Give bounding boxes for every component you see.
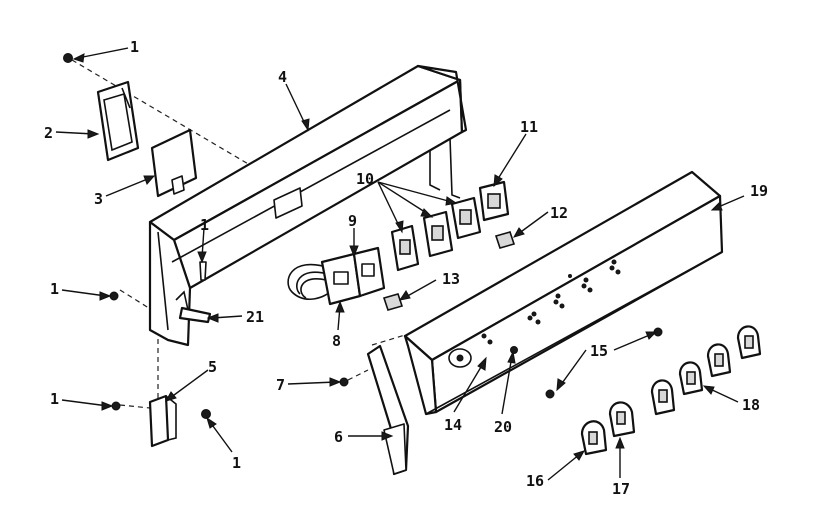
callout-15: 15: [590, 342, 608, 360]
knob-18a: [650, 379, 676, 416]
screw-vertical: [199, 261, 207, 281]
screw-top: [63, 53, 73, 63]
mounting-bracket: [150, 128, 198, 198]
indicator-parts: [382, 231, 516, 311]
screw-set: [63, 53, 663, 419]
callout-1-top: 1: [130, 38, 139, 56]
callout-19: 19: [750, 182, 768, 200]
callout-17: 17: [612, 480, 630, 498]
callout-21: 21: [246, 308, 264, 326]
knob-16: [580, 420, 608, 456]
clock-timer-assembly: [287, 246, 386, 306]
knob-18b: [678, 361, 704, 396]
callout-14: 14: [444, 416, 462, 434]
callout-2: 2: [44, 124, 53, 142]
knob-18c: [706, 343, 732, 378]
callout-1-left-low: 1: [50, 390, 59, 408]
callout-9: 9: [348, 212, 357, 230]
callout-4: 4: [278, 68, 287, 86]
knob-set: [580, 325, 762, 456]
knob-hole-markers: [481, 259, 621, 345]
backguard-panel: [148, 64, 468, 347]
callout-1-vertical: 1: [200, 216, 209, 234]
switch-set: [390, 180, 510, 272]
knob-18d: [736, 325, 762, 360]
callout-3: 3: [94, 190, 103, 208]
callout-6: 6: [334, 428, 343, 446]
screw-bracket: [201, 409, 211, 419]
callout-20: 20: [494, 418, 512, 436]
callout-13: 13: [442, 270, 460, 288]
callout-labels: 1 2 3 4 1 1 1 5 21 1 9 8 10 11 12 13 19 …: [44, 38, 768, 498]
callout-11: 11: [520, 118, 538, 136]
callout-5: 5: [208, 358, 217, 376]
side-bracket: [96, 80, 140, 162]
knob-17: [608, 401, 636, 438]
callout-1-bracket: 1: [232, 454, 241, 472]
screw-part15b: [545, 389, 555, 399]
clip-part: [178, 306, 212, 324]
callout-12: 12: [550, 204, 568, 222]
lower-bracket: [148, 394, 177, 448]
callout-16: 16: [526, 472, 544, 490]
callout-7: 7: [276, 376, 285, 394]
callout-1-left-mid: 1: [50, 280, 59, 298]
callout-18: 18: [742, 396, 760, 414]
callout-10: 10: [356, 170, 374, 188]
callout-8: 8: [332, 332, 341, 350]
screw-part20: [510, 346, 518, 354]
control-panel: [403, 170, 724, 416]
end-trim: [366, 344, 410, 476]
leader-lines: [55, 47, 745, 481]
